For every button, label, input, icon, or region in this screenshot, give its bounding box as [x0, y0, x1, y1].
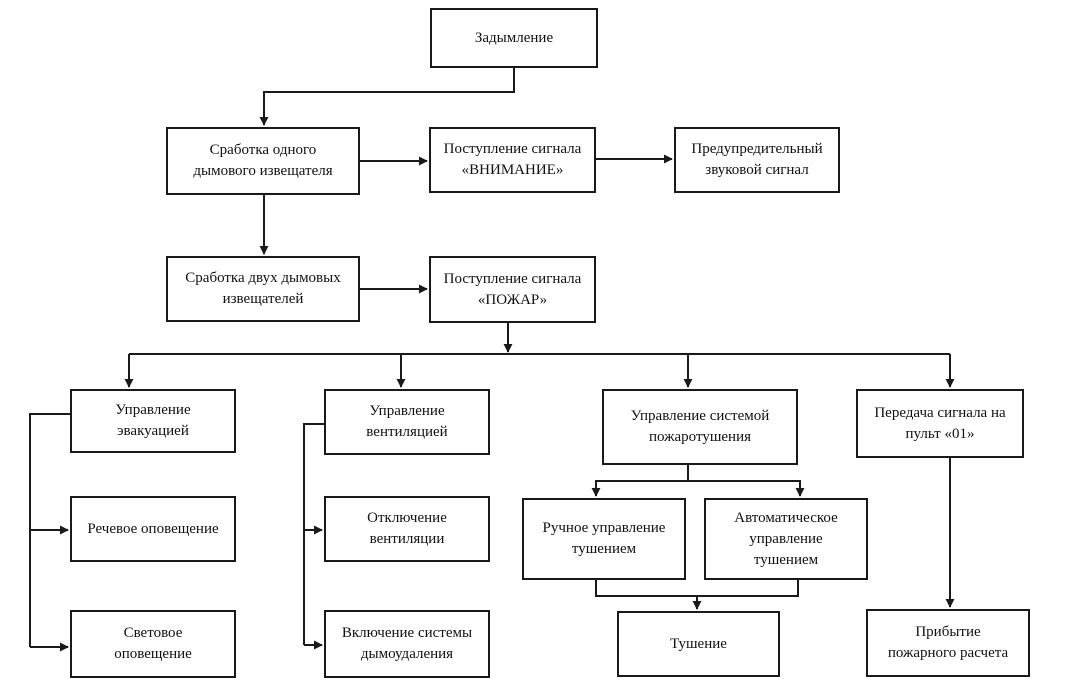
node-evacuation-control: Управление эвакуацией — [70, 389, 236, 453]
node-smoke: Задымление — [430, 8, 598, 68]
extinguishing-split-right — [688, 480, 805, 497]
node-ventilation-control: Управление вентиляцией — [324, 389, 490, 455]
node-signal-transfer: Передача сигнала на пульт «01» — [856, 389, 1024, 458]
node-auto-control: Автоматическое управление тушением — [704, 498, 868, 580]
node-attention-signal: Поступление сигнала «ВНИМАНИЕ» — [429, 127, 596, 193]
node-signal-transfer-label: Передача сигнала на пульт «01» — [874, 404, 1006, 442]
node-warning-sound-label: Предупредительный звуковой сигнал — [691, 141, 823, 178]
arrow-smoke-to-one-detector — [259, 68, 515, 126]
node-smoke-removal-on-label: Включение системы дымоудаления — [341, 625, 473, 662]
node-extinguishing-label: Тушение — [670, 635, 727, 652]
node-two-detectors-label: Сработка двух дымовых извещателей — [185, 270, 341, 307]
node-fire-signal: Поступление сигнала «ПОЖАР» — [429, 256, 596, 323]
node-light-alert-label: Световое оповещение — [114, 625, 192, 662]
node-auto-control-label: Автоматическое управление тушением — [734, 509, 838, 568]
node-evacuation-control-label: Управление эвакуацией — [115, 402, 191, 439]
node-smoke-removal-on: Включение системы дымоудаления — [324, 610, 490, 678]
node-ventilation-off-label: Отключение вентиляции — [367, 510, 447, 547]
node-ventilation-off: Отключение вентиляции — [324, 496, 490, 562]
ventilation-branch-line — [303, 423, 326, 645]
node-one-detector: Сработка одного дымового извещателя — [166, 127, 360, 195]
merge-to-extinguishing — [595, 580, 799, 597]
node-two-detectors: Сработка двух дымовых извещателей — [166, 256, 360, 322]
node-extinguishing: Тушение — [617, 611, 780, 677]
node-ventilation-control-label: Управление вентиляцией — [366, 403, 448, 440]
extinguishing-split — [591, 465, 689, 497]
node-crew-arrival: Прибытие пожарного расчета — [866, 609, 1030, 677]
node-voice-alert: Речевое оповещение — [70, 496, 236, 562]
node-attention-signal-label: Поступление сигнала «ВНИМАНИЕ» — [443, 141, 582, 178]
node-one-detector-label: Сработка одного дымового извещателя — [193, 142, 333, 179]
node-fire-signal-label: Поступление сигнала «ПОЖАР» — [443, 270, 582, 308]
node-extinguishing-control: Управление системой пожаротушения — [602, 389, 798, 465]
node-warning-sound: Предупредительный звуковой сигнал — [674, 127, 840, 193]
node-manual-control-label: Ручное управление тушением — [542, 520, 666, 557]
node-smoke-label: Задымление — [474, 29, 554, 46]
node-manual-control: Ручное управление тушением — [522, 498, 686, 580]
evacuation-branch-line — [29, 413, 72, 647]
node-light-alert: Световое оповещение — [70, 610, 236, 678]
node-crew-arrival-label: Прибытие пожарного расчета — [887, 624, 1009, 661]
node-voice-alert-label: Речевое оповещение — [87, 520, 219, 537]
node-extinguishing-control-label: Управление системой пожаротушения — [630, 408, 770, 445]
